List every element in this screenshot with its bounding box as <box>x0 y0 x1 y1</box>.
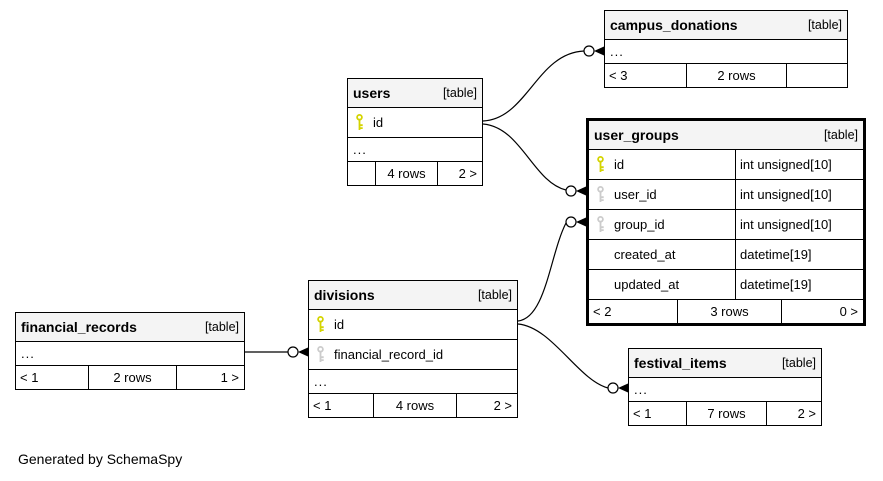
footer-parents-count <box>786 64 847 87</box>
footer-row-count: 2 rows <box>686 64 786 87</box>
column-name: user_id <box>614 187 657 202</box>
ellipsis-row: ... <box>605 39 847 63</box>
table-header[interactable]: divisions [table] <box>309 281 517 309</box>
column-row-group_id: group_id int unsigned[10] <box>589 209 863 239</box>
table-header[interactable]: users [table] <box>348 79 482 107</box>
footer-row-count: 7 rows <box>686 402 766 425</box>
primary-key-icon <box>315 316 326 333</box>
column-type: datetime[19] <box>735 240 863 269</box>
footer-row-count: 4 rows <box>373 394 456 417</box>
generated-by-note: Generated by SchemaSpy <box>18 451 183 467</box>
edge-arrowhead-divisions-festival_items <box>618 383 628 393</box>
table-tag: [table] <box>204 320 239 334</box>
column-name: created_at <box>614 247 676 262</box>
column-row-created_at: created_at datetime[19] <box>589 239 863 269</box>
table-name: user_groups <box>594 127 679 143</box>
footer-children-count <box>348 162 375 185</box>
ellipsis-row: ... <box>309 369 517 393</box>
footer-children-count: < 1 <box>633 406 652 421</box>
footer-children-count: < 1 <box>313 398 332 413</box>
table-header[interactable]: financial_records [table] <box>16 313 244 341</box>
footer-children-count: < 2 <box>593 304 612 319</box>
edge-arrowhead-divisions-user_groups.group_id <box>576 217 586 227</box>
ellipsis-row: ... <box>348 137 482 161</box>
table-tag: [table] <box>807 18 842 32</box>
table-tag: [table] <box>477 288 512 302</box>
column-type: int unsigned[10] <box>735 210 863 239</box>
foreign-key-icon <box>315 346 326 363</box>
column-row-updated_at: updated_at datetime[19] <box>589 269 863 299</box>
edge-open-dot-divisions-festival_items <box>607 382 619 394</box>
table-header[interactable]: festival_items [table] <box>629 349 821 377</box>
edge-arrowhead-users-user_groups.user_id <box>576 186 586 196</box>
column-name: id <box>614 157 625 172</box>
table-header[interactable]: user_groups [table] <box>589 121 863 149</box>
footer-parents-count: 2 > <box>437 162 482 185</box>
footer-children-count: < 1 <box>20 370 39 385</box>
footer-parents-count: 0 > <box>781 300 863 323</box>
table-name: financial_records <box>21 319 137 335</box>
table-tag: [table] <box>442 86 477 100</box>
footer-parents-count: 2 > <box>766 402 821 425</box>
footer-row-count: 2 rows <box>88 366 176 389</box>
edge-line-users-campus_donations <box>482 50 585 122</box>
column-type: int unsigned[10] <box>735 150 863 179</box>
table-tag: [table] <box>823 128 858 142</box>
column-type: int unsigned[10] <box>735 180 863 209</box>
column-name: group_id <box>614 217 665 232</box>
table-tag: [table] <box>781 356 816 370</box>
edge-arrowhead-financial_records-divisions <box>298 347 308 357</box>
column-name: id <box>373 115 384 130</box>
table-name: campus_donations <box>610 17 738 33</box>
primary-key-icon <box>354 114 365 131</box>
footer-parents-count: 2 > <box>456 394 517 417</box>
table-name: festival_items <box>634 355 727 371</box>
table-footer: < 3 2 rows <box>605 63 847 87</box>
column-name: financial_record_id <box>334 347 444 362</box>
table-name: divisions <box>314 287 375 303</box>
edge-line-users-user_groups.user_id <box>482 123 567 191</box>
column-row-id: id int unsigned[10] <box>589 149 863 179</box>
edge-open-dot-users-campus_donations <box>583 45 595 57</box>
column-name: id <box>334 317 345 332</box>
edge-open-dot-users-user_groups.user_id <box>565 185 577 197</box>
table-node-campus-donations[interactable]: campus_donations [table]... < 3 2 rows <box>604 10 848 88</box>
icon-spacer <box>595 246 606 263</box>
table-name: users <box>353 85 391 101</box>
column-type: datetime[19] <box>735 270 863 299</box>
column-row-financial_record_id: financial_record_id <box>309 339 517 369</box>
footer-children-count: < 3 <box>609 68 628 83</box>
icon-spacer <box>595 276 606 293</box>
edge-line-divisions-festival_items <box>517 323 609 389</box>
column-row-id: id <box>348 107 482 137</box>
edge-open-dot-financial_records-divisions <box>287 346 299 358</box>
table-node-divisions[interactable]: divisions [table] id financial_record_id...… <box>308 280 518 418</box>
edge-open-dot-divisions-user_groups.group_id <box>565 216 577 228</box>
footer-parents-count: 1 > <box>176 366 244 389</box>
footer-row-count: 4 rows <box>375 162 437 185</box>
table-header[interactable]: campus_donations [table] <box>605 11 847 39</box>
edge-arrowhead-users-campus_donations <box>594 46 604 56</box>
foreign-key-icon <box>595 216 606 233</box>
column-name: updated_at <box>614 277 680 292</box>
edge-line-divisions-user_groups.group_id <box>517 222 567 322</box>
footer-row-count: 3 rows <box>677 300 781 323</box>
foreign-key-icon <box>595 186 606 203</box>
primary-key-icon <box>595 156 606 173</box>
ellipsis-row: ... <box>16 341 244 365</box>
ellipsis-row: ... <box>629 377 821 401</box>
column-row-user_id: user_id int unsigned[10] <box>589 179 863 209</box>
column-row-id: id <box>309 309 517 339</box>
